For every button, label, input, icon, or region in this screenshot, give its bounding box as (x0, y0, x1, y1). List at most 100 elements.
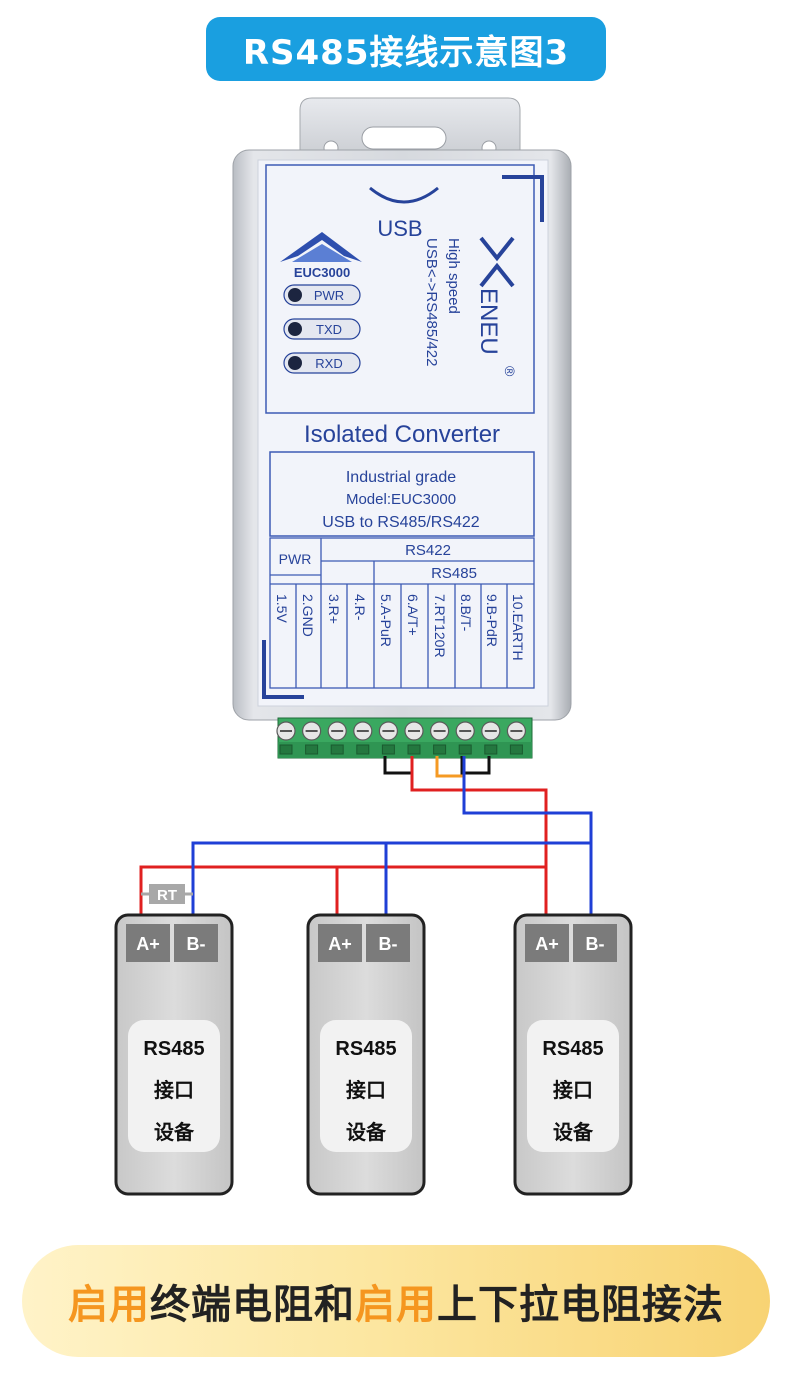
led-pwr-label: PWR (314, 288, 344, 303)
terminal-screw-3 (327, 721, 347, 755)
wire-entry (330, 744, 344, 755)
converter-face (257, 159, 549, 707)
banner-part-4: 上下拉电阻接法 (437, 1282, 724, 1328)
led-txd-pill (283, 318, 361, 340)
grade-text: Industrial grade (346, 469, 456, 486)
terminal-a-box (126, 924, 170, 962)
terminal-screw-8 (455, 721, 475, 755)
registered-mark: ® (502, 366, 518, 377)
product-name: Isolated Converter (304, 421, 500, 448)
bottom-banner: 启用终端电阻和启用上下拉电阻接法 (22, 1245, 770, 1357)
terminal-a-label: A+ (535, 934, 559, 954)
pin-label-2: 2.GND (300, 594, 316, 637)
banner-part-2: 终端电阻和 (150, 1282, 355, 1328)
jumper-black-right (460, 756, 491, 775)
pin-label-7: 7.RT120R (432, 594, 448, 658)
speed-line-1: High speed (445, 238, 462, 314)
terminal-a-label: A+ (136, 934, 160, 954)
wire-entry (407, 744, 421, 755)
resistor-label: RT (157, 887, 177, 904)
wire-entry (381, 744, 395, 755)
terminal-screw-4 (353, 721, 373, 755)
pin-label-6: 6.A/T+ (405, 594, 421, 636)
terminal-b-label: B- (379, 934, 398, 954)
wire-b-main (462, 756, 593, 915)
model-text: Model:EUC3000 (346, 491, 456, 508)
rs422-header: RS422 (405, 542, 451, 559)
terminal-screw-6 (404, 721, 424, 755)
terminal-b-label: B- (187, 934, 206, 954)
led-rxd-icon (288, 356, 302, 370)
page-title: RS485接线示意图3 (242, 32, 570, 73)
corner-bracket-bottom (262, 640, 304, 699)
device-label-line1: RS485 (143, 1038, 204, 1060)
usb-arc (369, 186, 439, 204)
led-rxd-label: RXD (315, 356, 342, 371)
termination-resistor: RT (141, 884, 193, 904)
led-pwr-icon (288, 288, 302, 302)
wire-a-bus (139, 865, 546, 915)
led-rxd-pill (283, 352, 361, 374)
device-label-line3: 设备 (346, 1120, 387, 1144)
wire-entry (356, 744, 370, 755)
device-label-line3: 设备 (154, 1120, 195, 1144)
desc-text: USB to RS485/RS422 (322, 514, 480, 531)
device-label-panel (320, 1020, 412, 1152)
wire-entry (458, 744, 472, 755)
pin-label-3: 3.R+ (326, 594, 342, 624)
device-label-line3: 设备 (553, 1120, 594, 1144)
wires (139, 756, 593, 915)
converter: USB EUC3000 PWR TXD RXD High speed USB<-… (232, 97, 572, 721)
speed-line-2: USB<->RS485/422 (423, 238, 440, 366)
pin-label-1: 1.5V (274, 594, 290, 623)
terminal-screw-1 (276, 721, 296, 755)
terminal-screw-10 (506, 721, 527, 755)
led-txd: TXD (283, 318, 361, 340)
wire-entry (433, 744, 447, 755)
device-label-panel (527, 1020, 619, 1152)
top-panel-frame (265, 164, 535, 414)
euc-logo-stripe (292, 244, 352, 262)
wire-entry (305, 744, 319, 755)
terminal-b-label: B- (586, 934, 605, 954)
pwr-header: PWR (279, 551, 312, 567)
pin-label-4: 4.R- (352, 594, 368, 621)
terminal-b-box (174, 924, 218, 962)
terminal-screws (276, 721, 527, 755)
flange-slot (361, 126, 447, 150)
wire-entry (509, 744, 523, 755)
corner-bracket-top (502, 175, 544, 222)
terminal-a-box (525, 924, 569, 962)
device-label-panel (128, 1020, 220, 1152)
pin-label-8: 8.B/T- (458, 594, 474, 632)
wire-entry (279, 744, 293, 755)
jumper-orange (435, 756, 464, 778)
device-label-line2: 接口 (346, 1078, 386, 1102)
led-txd-label: TXD (316, 322, 342, 337)
info-box (269, 451, 535, 537)
led-rxd: RXD (283, 352, 361, 374)
device-label-line1: RS485 (542, 1038, 603, 1060)
device-label-line1: RS485 (335, 1038, 396, 1060)
eneu-logo-icon (479, 236, 515, 288)
usb-label: USB (377, 216, 422, 241)
product-code: EUC3000 (294, 265, 350, 280)
led-pwr-pill (283, 284, 361, 306)
terminal-screw-9 (481, 721, 501, 755)
wire-entry (484, 744, 498, 755)
wire-a-main (410, 756, 548, 915)
led-txd-icon (288, 322, 302, 336)
pin-label-9: 9.B-PdR (484, 594, 500, 647)
wire-b-bus (191, 841, 591, 915)
euc-logo-icon (280, 232, 362, 262)
led-pwr: PWR (283, 284, 361, 306)
terminal-a-box (318, 924, 362, 962)
banner-part-3: 启用 (355, 1282, 437, 1328)
terminal-screw-2 (302, 721, 322, 755)
rs485-header: RS485 (431, 565, 477, 582)
